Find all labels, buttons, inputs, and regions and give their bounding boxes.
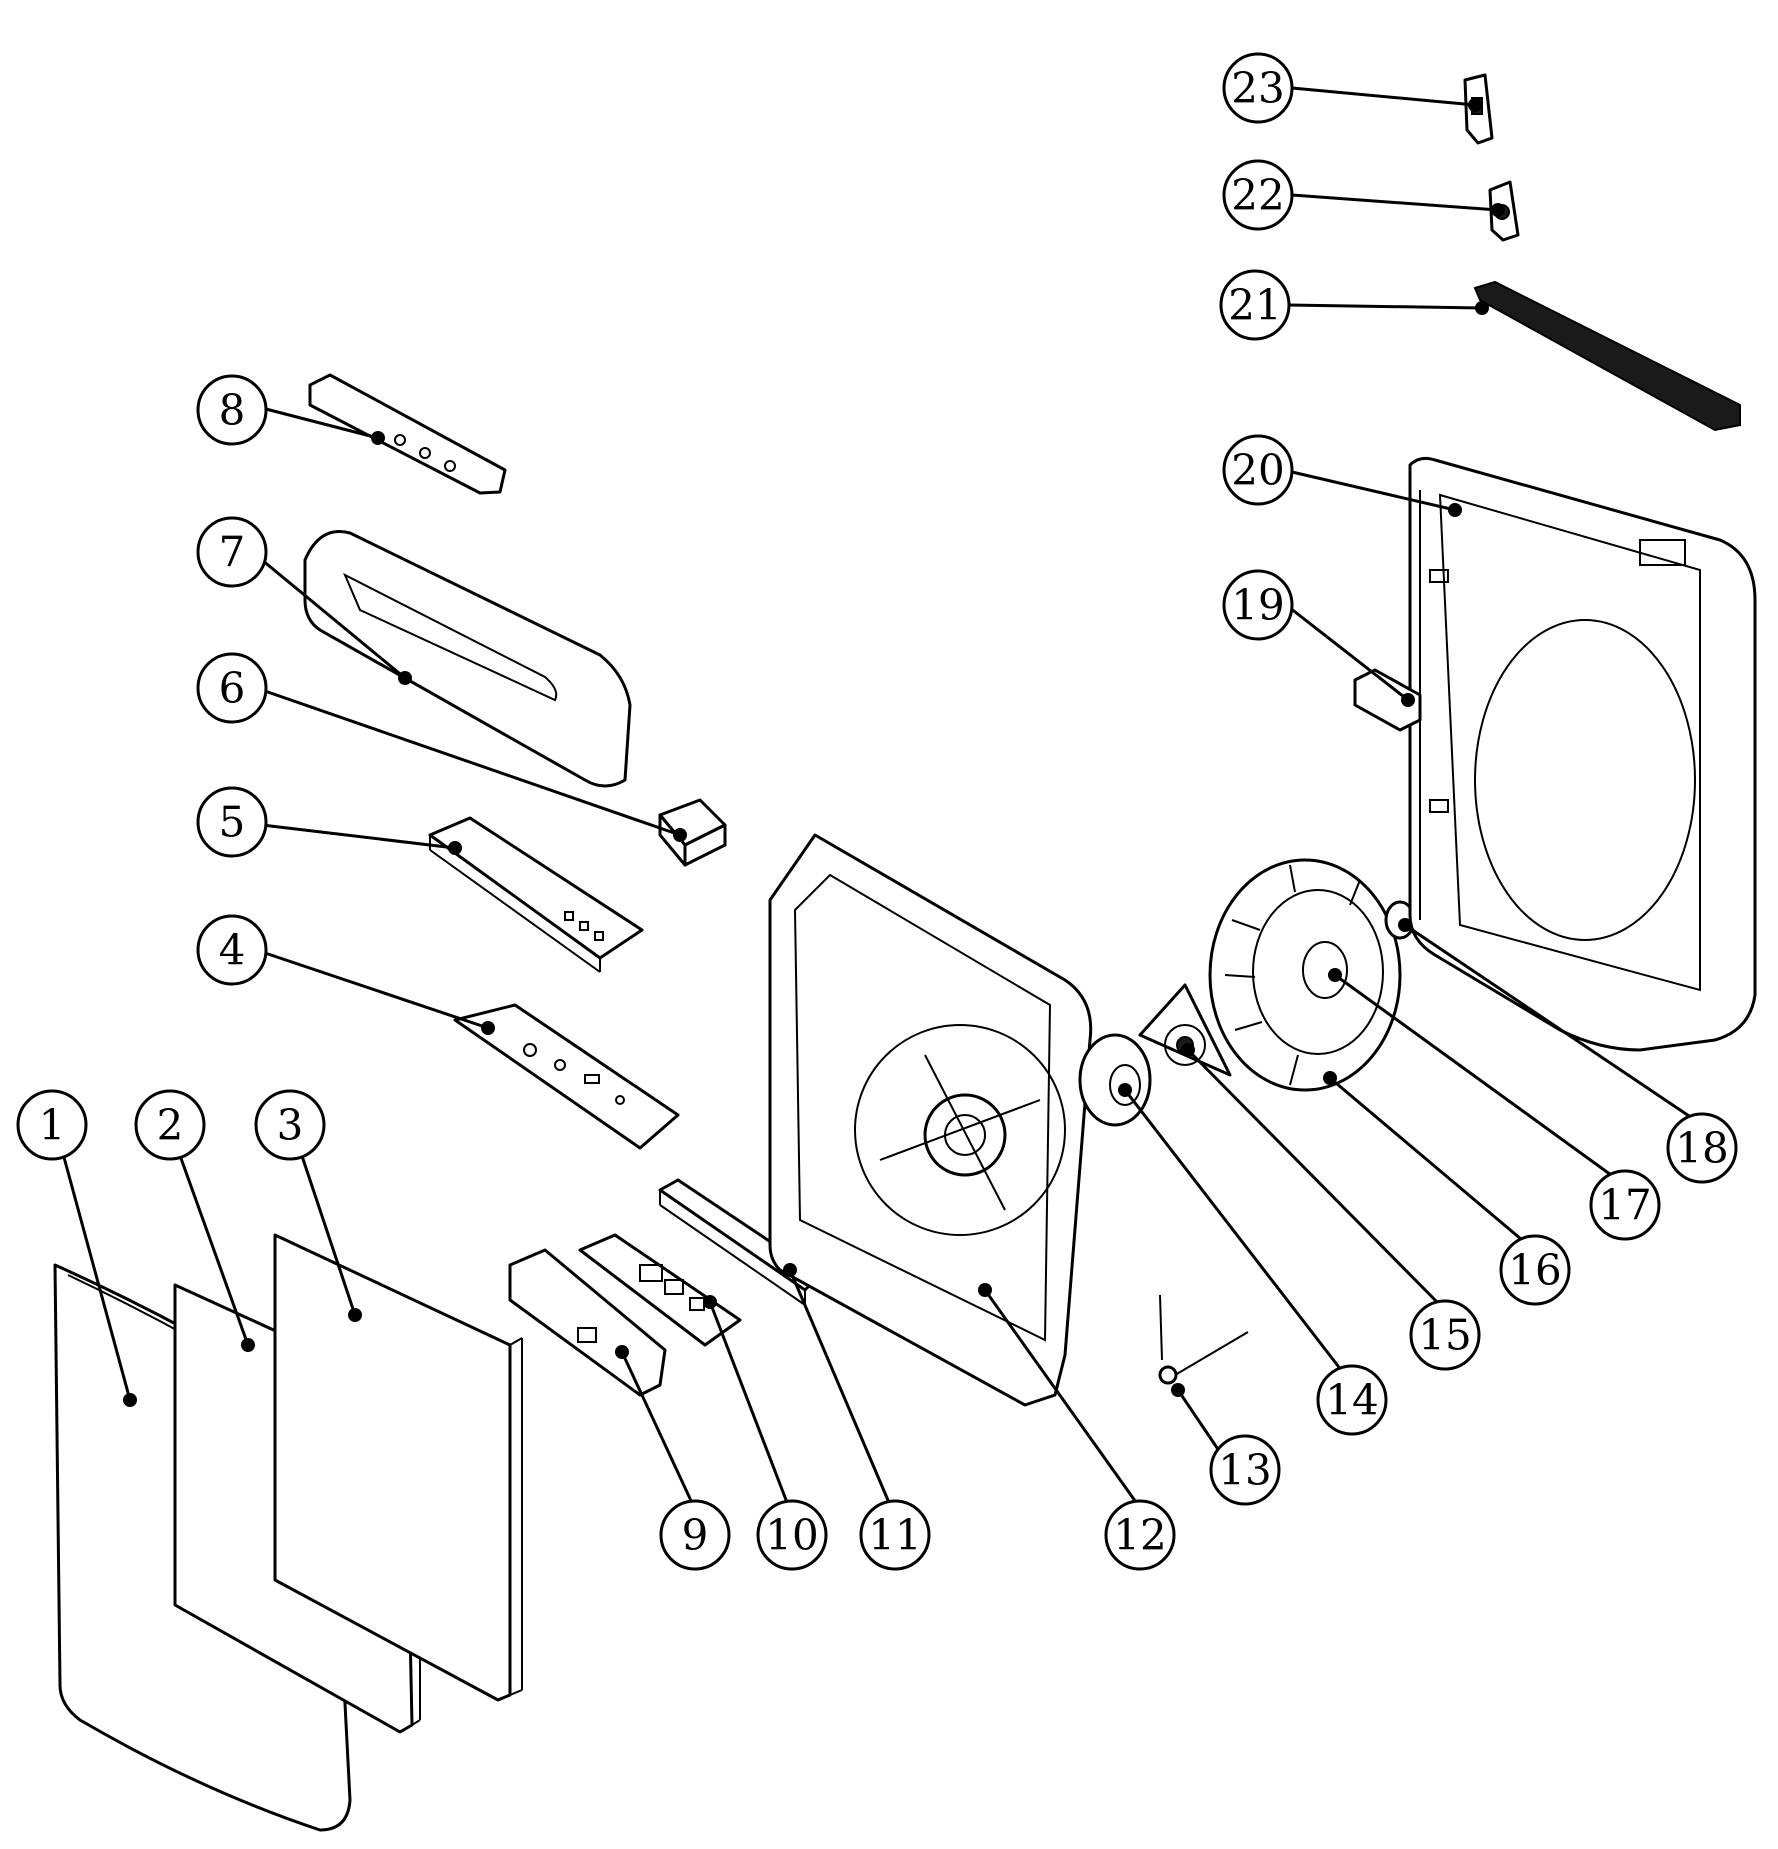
callout-label: 18 (1675, 1124, 1728, 1173)
callout-2: 2 (134, 1089, 206, 1161)
callout-16: 16 (1499, 1234, 1571, 1306)
callout-label: 2 (157, 1101, 184, 1150)
callout-4: 4 (196, 914, 268, 986)
callout-22: 22 (1222, 159, 1294, 231)
callout-label: 16 (1508, 1246, 1561, 1295)
part-8-overlay-label (308, 373, 507, 495)
part-21-top-grille (1473, 280, 1741, 432)
part-12-main-frame (768, 833, 1093, 1407)
callout-23: 23 (1222, 52, 1294, 124)
callout-13: 13 (1209, 1434, 1281, 1506)
callout-label: 12 (1113, 1511, 1166, 1560)
part-16-blower-wheel (1208, 858, 1402, 1092)
callout-5: 5 (196, 786, 268, 858)
callout-label: 19 (1231, 581, 1284, 630)
callout-3: 3 (254, 1089, 326, 1161)
callout-label: 17 (1598, 1181, 1651, 1230)
callout-label: 11 (868, 1511, 921, 1560)
callout-label: 10 (765, 1511, 818, 1560)
callout-label: 21 (1228, 281, 1281, 330)
part-18-rear-housing (1408, 456, 1757, 1052)
callout-label: 8 (219, 386, 246, 435)
callout-label: 3 (277, 1101, 304, 1150)
part-4-pcb (453, 1003, 680, 1150)
callout-1: 1 (16, 1089, 88, 1161)
part-3-filter (273, 1233, 523, 1702)
leader-end-dots (123, 98, 1505, 1407)
callout-8: 8 (196, 374, 268, 446)
callout-label: 20 (1231, 446, 1284, 495)
callout-19: 19 (1222, 569, 1294, 641)
callout-21: 21 (1219, 269, 1291, 341)
callout-label: 14 (1325, 1376, 1378, 1425)
callout-6: 6 (196, 652, 268, 724)
callout-18: 18 (1666, 1112, 1738, 1184)
callout-14: 14 (1316, 1364, 1388, 1436)
callout-7: 7 (196, 516, 268, 588)
callout-label: 7 (219, 528, 246, 577)
leader-lines (60, 86, 1696, 1506)
callout-label: 13 (1218, 1446, 1271, 1495)
part-7-top-cover (303, 530, 632, 788)
callout-9: 9 (659, 1499, 731, 1571)
callout-label: 15 (1418, 1311, 1471, 1360)
part-5-control-board (428, 816, 644, 973)
callout-10: 10 (756, 1499, 828, 1571)
callout-label: 1 (39, 1101, 66, 1150)
callout-11: 11 (859, 1499, 931, 1571)
callout-12: 12 (1104, 1499, 1176, 1571)
part-13-cable (1158, 1294, 1249, 1385)
callout-label: 4 (219, 926, 246, 975)
callout-label: 5 (219, 798, 246, 847)
callout-label: 22 (1231, 171, 1284, 220)
part-10-power-board (578, 1233, 742, 1347)
callout-label: 6 (219, 664, 246, 713)
callout-15: 15 (1409, 1299, 1481, 1371)
callout-20: 20 (1222, 434, 1294, 506)
callout-17: 17 (1589, 1169, 1661, 1241)
callout-label: 9 (682, 1511, 709, 1560)
part-14-motor (1078, 1033, 1152, 1127)
callout-label: 23 (1231, 64, 1284, 113)
part-20-rear-frame (1419, 490, 1449, 920)
